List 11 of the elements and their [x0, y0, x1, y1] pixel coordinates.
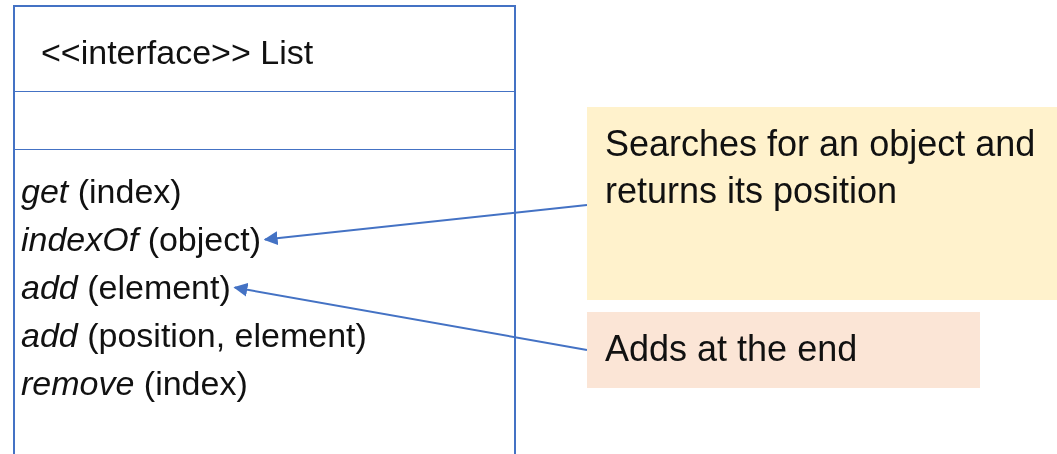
- callout-note: Adds at the end: [587, 312, 980, 388]
- callout-note: Searches for an object and returns its position: [587, 107, 1057, 300]
- class-name: <<interface>> List: [41, 33, 314, 72]
- method-text: get (index): [21, 172, 182, 211]
- method-text: add (element): [21, 268, 231, 307]
- class-box: [13, 5, 516, 454]
- method-text: indexOf (object): [21, 220, 261, 259]
- leader-arrow: [233, 282, 588, 351]
- method-text: add (position, element): [21, 316, 367, 355]
- leader-arrow: [263, 204, 588, 246]
- method-text: remove (index): [21, 364, 248, 403]
